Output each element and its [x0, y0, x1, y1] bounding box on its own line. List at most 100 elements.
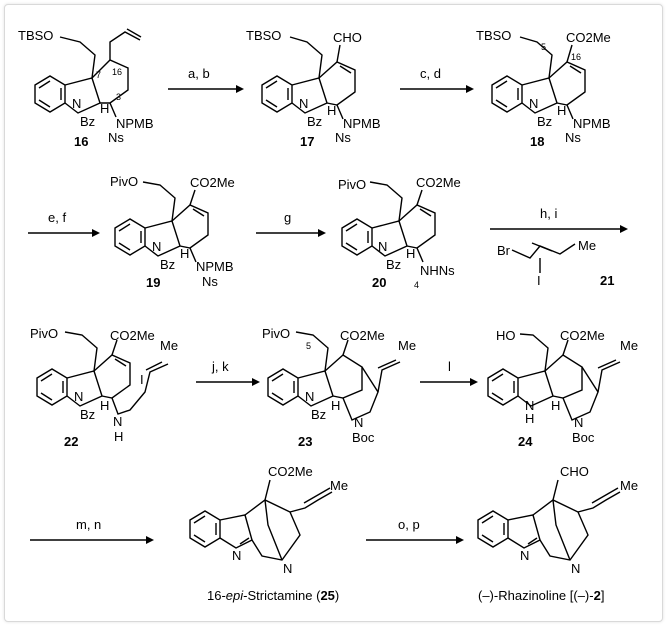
i-label: I [537, 273, 541, 288]
compound-19: PivO CO2Me N Bz H NPMB Ns 19 [110, 174, 235, 290]
h-label: H [557, 103, 566, 118]
pivo-label: PivO [110, 174, 138, 189]
pos5-label: 5 [541, 42, 546, 52]
compound-number: 21 [600, 273, 614, 288]
ns-label: Ns [335, 130, 351, 145]
compound-number: 20 [372, 275, 386, 290]
compound-number: 24 [518, 434, 533, 449]
arrow-conditions: j, k [211, 359, 229, 374]
bz-label: Bz [80, 407, 95, 422]
arrow-conditions: c, d [420, 66, 441, 81]
compound-number: 18 [530, 134, 544, 149]
n-label: N [299, 96, 308, 111]
n-label: N [72, 96, 81, 111]
reaction-arrow-5: h, i [490, 206, 628, 233]
ho-label: HO [496, 328, 516, 343]
me-label: Me [620, 338, 638, 353]
arrow-conditions: o, p [398, 517, 420, 532]
pos3-label: 3 [116, 92, 121, 102]
compound-name: (–)-Rhazinoline [(–)-2] [478, 588, 604, 603]
compound-22: PivO CO2Me N Bz H N H I Me 22 [30, 326, 178, 449]
reaction-arrow-7: l [420, 359, 478, 386]
bz-label: Bz [386, 257, 401, 272]
h-label: H [100, 398, 109, 413]
h-label: H [551, 398, 560, 413]
reaction-arrow-3: e, f [28, 210, 100, 237]
scheme-frame [4, 4, 663, 622]
arrow-conditions: m, n [76, 517, 101, 532]
reaction-arrow-6: j, k [196, 359, 260, 386]
bz-label: Bz [160, 257, 175, 272]
pos16-label: 16 [571, 52, 581, 62]
h-label: H [327, 103, 336, 118]
co2me-label: CO2Me [416, 175, 461, 190]
boc-label: Boc [572, 430, 595, 445]
npmb-label: NPMB [196, 259, 234, 274]
compound-number: 19 [146, 275, 160, 290]
indole-n-label: N [232, 548, 241, 563]
co2me-label: CO2Me [190, 175, 235, 190]
n-label: N [378, 239, 387, 254]
arrow-conditions: l [448, 359, 451, 374]
nh-n-label: N [525, 398, 534, 413]
tbso-label: TBSO [18, 28, 53, 43]
npmb-label: NPMB [116, 116, 154, 131]
npmb-label: NPMB [573, 116, 611, 131]
compound-rhazinoline: CHO N N Me (–)-Rhazinoline [(–)-2] [477, 464, 638, 603]
reaction-arrow-2: c, d [400, 66, 474, 93]
compound-24: HO CO2Me N H H N Boc Me 24 [487, 328, 638, 449]
arrow-conditions: h, i [540, 206, 557, 221]
n-boc-n-label: N [354, 415, 363, 430]
tbso-label: TBSO [246, 28, 281, 43]
arrow-conditions: g [284, 210, 291, 225]
co2me-label: CO2Me [110, 328, 155, 343]
co2me-label: CO2Me [566, 30, 611, 45]
reaction-arrow-8: m, n [30, 517, 154, 544]
pivo-label: PivO [30, 326, 58, 341]
reaction-arrow-4: g [256, 210, 326, 237]
pivo-label: PivO [262, 326, 290, 341]
me-label: Me [578, 238, 596, 253]
compound-number: 17 [300, 134, 314, 149]
co2me-label: CO2Me [560, 328, 605, 343]
pivo-label: PivO [338, 177, 366, 192]
me-label: Me [330, 478, 348, 493]
nh-n-label: N [113, 414, 122, 429]
compound-number: 23 [298, 434, 312, 449]
pos7-label: 7 [96, 70, 101, 80]
reagent-21: Br I Me 21 [497, 238, 614, 288]
pos5-label: 5 [306, 341, 311, 351]
ns-label: Ns [202, 274, 218, 289]
compound-number: 22 [64, 434, 78, 449]
indole-n-label: N [520, 548, 529, 563]
npmb-label: NPMB [343, 116, 381, 131]
arrow-conditions: a, b [188, 66, 210, 81]
ns-label: Ns [108, 130, 124, 145]
nhns-label: NHNs [420, 263, 455, 278]
i-label: I [140, 372, 144, 387]
compound-number: 16 [74, 134, 88, 149]
compound-16: TBSO N Bz H NPMB Ns 7 16 3 16 [18, 28, 154, 149]
pos16-label: 16 [112, 67, 122, 77]
h-label: H [100, 101, 109, 116]
me-label: Me [160, 338, 178, 353]
amine-n-label: N [571, 561, 580, 576]
bz-label: Bz [80, 114, 95, 129]
cho-label: CHO [333, 30, 362, 45]
compound-17: TBSO CHO N Bz H NPMB Ns 17 [246, 28, 381, 149]
n-label: N [529, 96, 538, 111]
me-label: Me [620, 478, 638, 493]
tbso-label: TBSO [476, 28, 511, 43]
h-label: H [406, 246, 415, 261]
compound-18: TBSO CO2Me 5 16 N Bz H NPMB Ns 18 [476, 28, 611, 149]
n-label: N [74, 389, 83, 404]
pos4-label: 4 [414, 280, 419, 290]
bz-label: Bz [537, 114, 552, 129]
bz-label: Bz [311, 407, 326, 422]
n-label: N [305, 389, 314, 404]
amine-n-label: N [283, 561, 292, 576]
co2me-label: CO2Me [268, 464, 313, 479]
arrow-conditions: e, f [48, 210, 66, 225]
h-label: H [331, 398, 340, 413]
